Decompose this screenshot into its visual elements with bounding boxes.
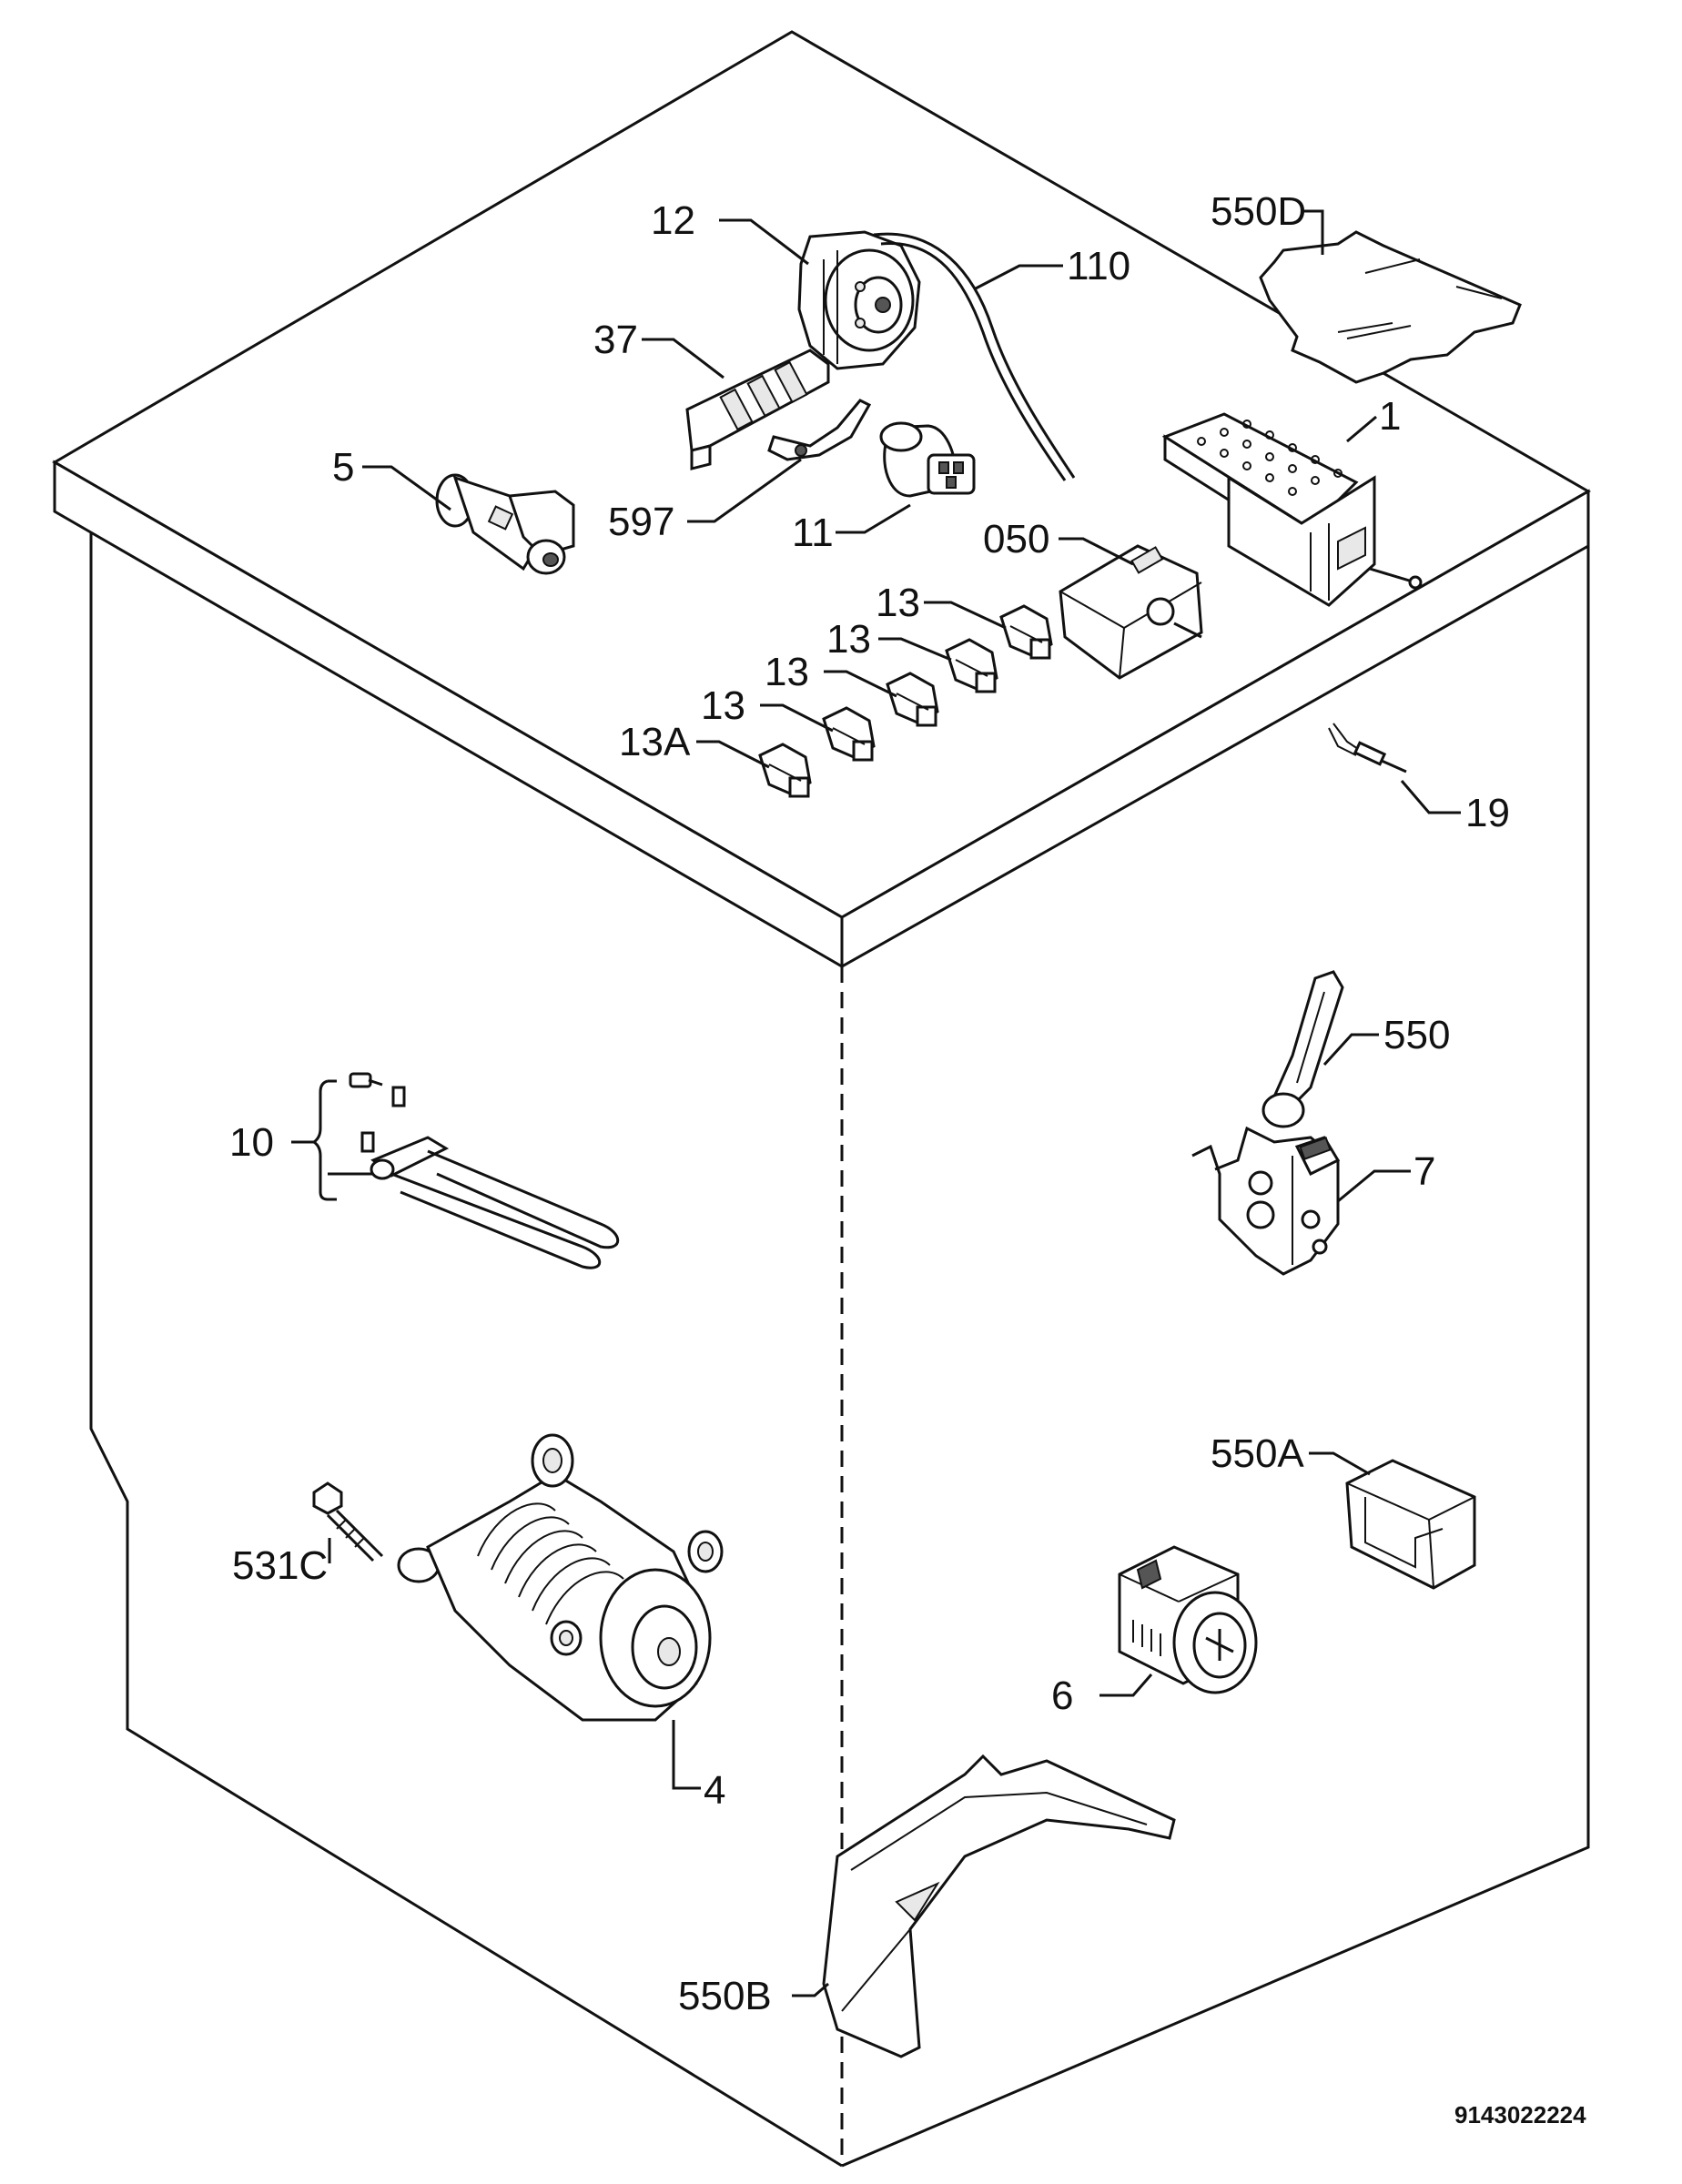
callout-531C: 531C xyxy=(232,1543,328,1588)
callout-labels: 12 110 550D 37 5 597 11 1 050 13 13 13 1… xyxy=(229,189,1510,2018)
callout-1: 1 xyxy=(1379,394,1401,439)
callout-19: 19 xyxy=(1465,791,1510,835)
part-capacitor xyxy=(879,421,976,498)
connector-2 xyxy=(822,706,876,762)
part-cover-sheet xyxy=(1259,230,1522,384)
part-bracket-clip xyxy=(767,399,872,461)
cabinet-left-side xyxy=(89,532,843,2168)
part-temperature-sensor xyxy=(1328,723,1407,774)
cabinet-right-side xyxy=(841,546,1590,2168)
callout-050: 050 xyxy=(983,517,1049,561)
part-wiring-loom xyxy=(1262,970,1344,1128)
callout-5: 5 xyxy=(332,445,354,490)
connector-4 xyxy=(945,638,998,693)
callout-110: 110 xyxy=(1067,244,1130,288)
callout-37: 37 xyxy=(593,318,638,362)
callout-11: 11 xyxy=(792,511,834,555)
connector-5 xyxy=(999,604,1053,660)
part-pressure-switch xyxy=(797,230,921,370)
cabinet-outline xyxy=(52,30,1592,2168)
callout-13-b: 13 xyxy=(826,617,871,662)
callout-13-c: 13 xyxy=(765,650,809,694)
connector-1 xyxy=(758,743,812,798)
callout-597: 597 xyxy=(608,500,674,544)
callout-550A: 550A xyxy=(1211,1431,1304,1476)
leader-lines xyxy=(328,209,1461,1997)
callout-550B: 550B xyxy=(678,1974,772,2018)
part-programmer xyxy=(1161,412,1423,607)
part-inlet-valve xyxy=(435,473,575,575)
callout-13A: 13A xyxy=(619,720,691,764)
part-door-lock xyxy=(1191,1126,1341,1276)
callout-7: 7 xyxy=(1413,1149,1435,1194)
connector-3 xyxy=(886,672,939,727)
bracket-10 xyxy=(291,1079,373,1201)
part-motor xyxy=(397,1433,724,1722)
callout-550: 550 xyxy=(1383,1013,1450,1057)
part-hose xyxy=(873,232,1076,479)
part-heating-element xyxy=(349,1072,620,1269)
part-switch-module xyxy=(1059,544,1203,680)
part-terminal-block xyxy=(685,349,830,470)
part-connectors xyxy=(758,604,1053,798)
callout-10: 10 xyxy=(229,1120,274,1165)
callout-6: 6 xyxy=(1051,1673,1073,1718)
cabinet-top-panel xyxy=(52,30,1592,919)
part-box-cover xyxy=(1345,1459,1476,1590)
callout-4: 4 xyxy=(704,1768,725,1813)
document-number: 9143022224 xyxy=(1454,2101,1586,2128)
callout-13-d: 13 xyxy=(701,683,745,728)
part-bolt xyxy=(312,1481,384,1562)
callout-550D: 550D xyxy=(1211,189,1306,234)
callout-13-a: 13 xyxy=(876,581,920,625)
part-selector-switch xyxy=(1118,1545,1258,1694)
callout-12: 12 xyxy=(651,198,695,243)
part-guard-bellow xyxy=(822,1754,1176,2058)
